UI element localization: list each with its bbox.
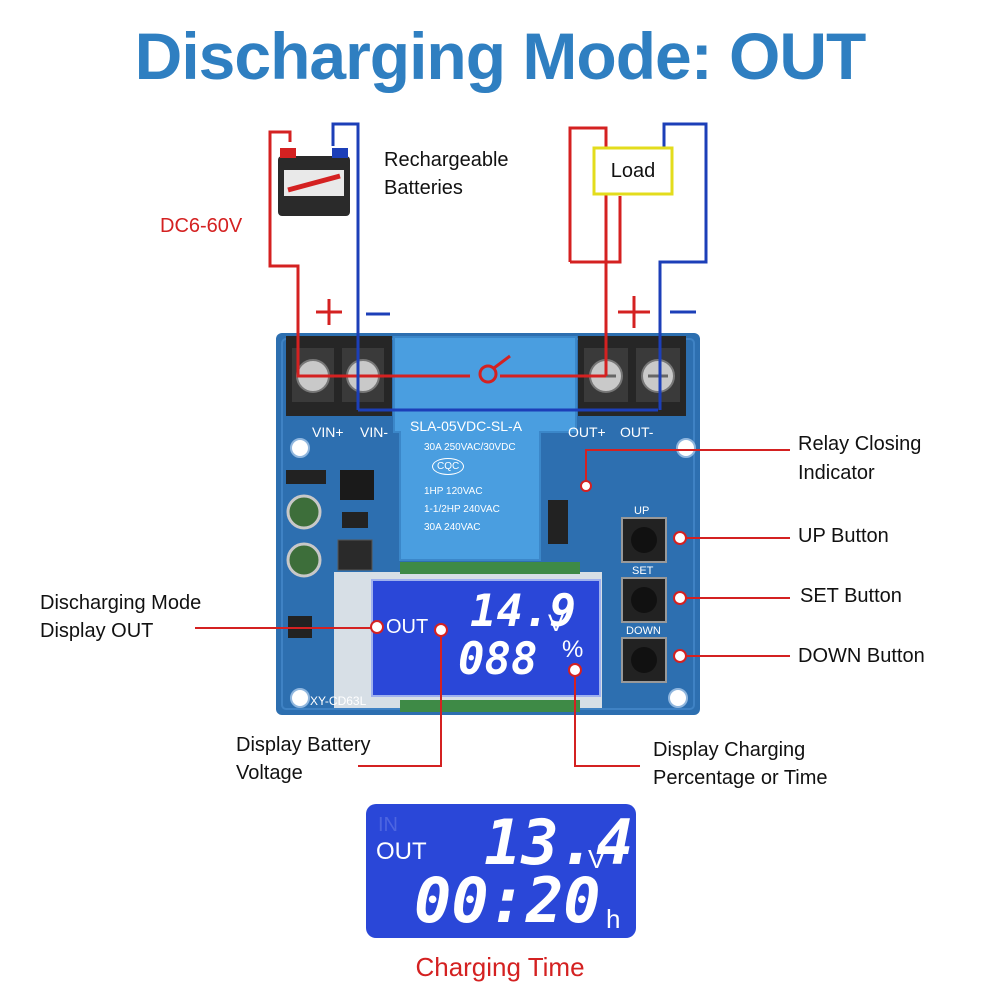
down-button-label: DOWN Button	[798, 645, 925, 667]
board-lcd-percent-unit: %	[562, 636, 584, 663]
mode-display-label-line1: Discharging Mode	[40, 592, 202, 614]
bottom-lcd-time-unit: h	[606, 904, 621, 934]
load-box	[592, 146, 674, 196]
terminal-vin-minus: VIN-	[360, 424, 388, 440]
negative-wires	[331, 122, 708, 412]
terminal-out-minus: OUT-	[620, 424, 654, 440]
relay-cert: CQC	[432, 458, 465, 475]
bottom-lcd-mode: OUT	[376, 838, 427, 865]
battery-voltage-label-line2: Voltage	[236, 762, 303, 784]
board-lcd-voltage: 14.9	[470, 586, 576, 637]
relay-line3: 30A 240VAC	[424, 522, 481, 533]
board-lcd-voltage-unit: V	[548, 610, 565, 637]
battery-illustration	[278, 148, 350, 216]
relay	[393, 336, 577, 561]
voltage-range-label: DC6-60V	[160, 215, 243, 237]
terminal-vin-plus: VIN+	[312, 424, 344, 440]
set-button-shape	[621, 577, 667, 623]
bottom-lcd-voltage: 13.4	[484, 806, 634, 879]
board-lcd-percent: 088	[458, 634, 538, 685]
down-button-shape	[621, 637, 667, 683]
bottom-lcd-ghost: IN	[378, 814, 398, 836]
up-button-silk: UP	[634, 505, 650, 517]
terminal-out-plus: OUT+	[568, 424, 606, 440]
load-label: Load	[610, 160, 656, 182]
board-lcd-mode: OUT	[386, 616, 429, 638]
bottom-lcd-voltage-unit: V	[588, 844, 606, 874]
output-terminal-block	[578, 336, 686, 416]
board-model-name: XY-CD63L	[310, 694, 367, 708]
relay-rating: 30A 250VAC/30VDC	[424, 442, 516, 453]
relay-indicator-label-line2: Indicator	[798, 462, 875, 484]
caption-charging-time: Charging Time	[415, 952, 585, 982]
down-button-silk: DOWN	[626, 625, 661, 637]
up-button-label: UP Button	[798, 525, 889, 547]
charging-percentage-label-line2: Percentage or Time	[653, 767, 828, 789]
set-button-silk: SET	[632, 565, 654, 577]
battery-voltage-label-line1: Display Battery	[236, 734, 371, 756]
bottom-lcd-display: IN OUT 13.4 V 00:20 h	[366, 804, 636, 938]
set-button-label: SET Button	[800, 585, 902, 607]
bottom-lcd-time: 00:20	[414, 864, 601, 937]
battery-label-line2: Batteries	[384, 177, 463, 199]
charging-percentage-label-line1: Display Charging	[653, 739, 806, 761]
relay-line2: 1-1/2HP 240VAC	[424, 504, 500, 515]
page-title: Discharging Mode: OUT	[134, 19, 867, 93]
relay-model: SLA-05VDC-SL-A	[410, 418, 523, 434]
up-button-shape	[621, 517, 667, 563]
battery-label-line1: Rechargeable	[384, 149, 509, 171]
relay-indicator-label-line1: Relay Closing	[798, 433, 922, 455]
mode-display-label-line2: Display OUT	[40, 620, 154, 642]
callout-lines	[195, 449, 790, 767]
relay-line1: 1HP 120VAC	[424, 486, 483, 497]
